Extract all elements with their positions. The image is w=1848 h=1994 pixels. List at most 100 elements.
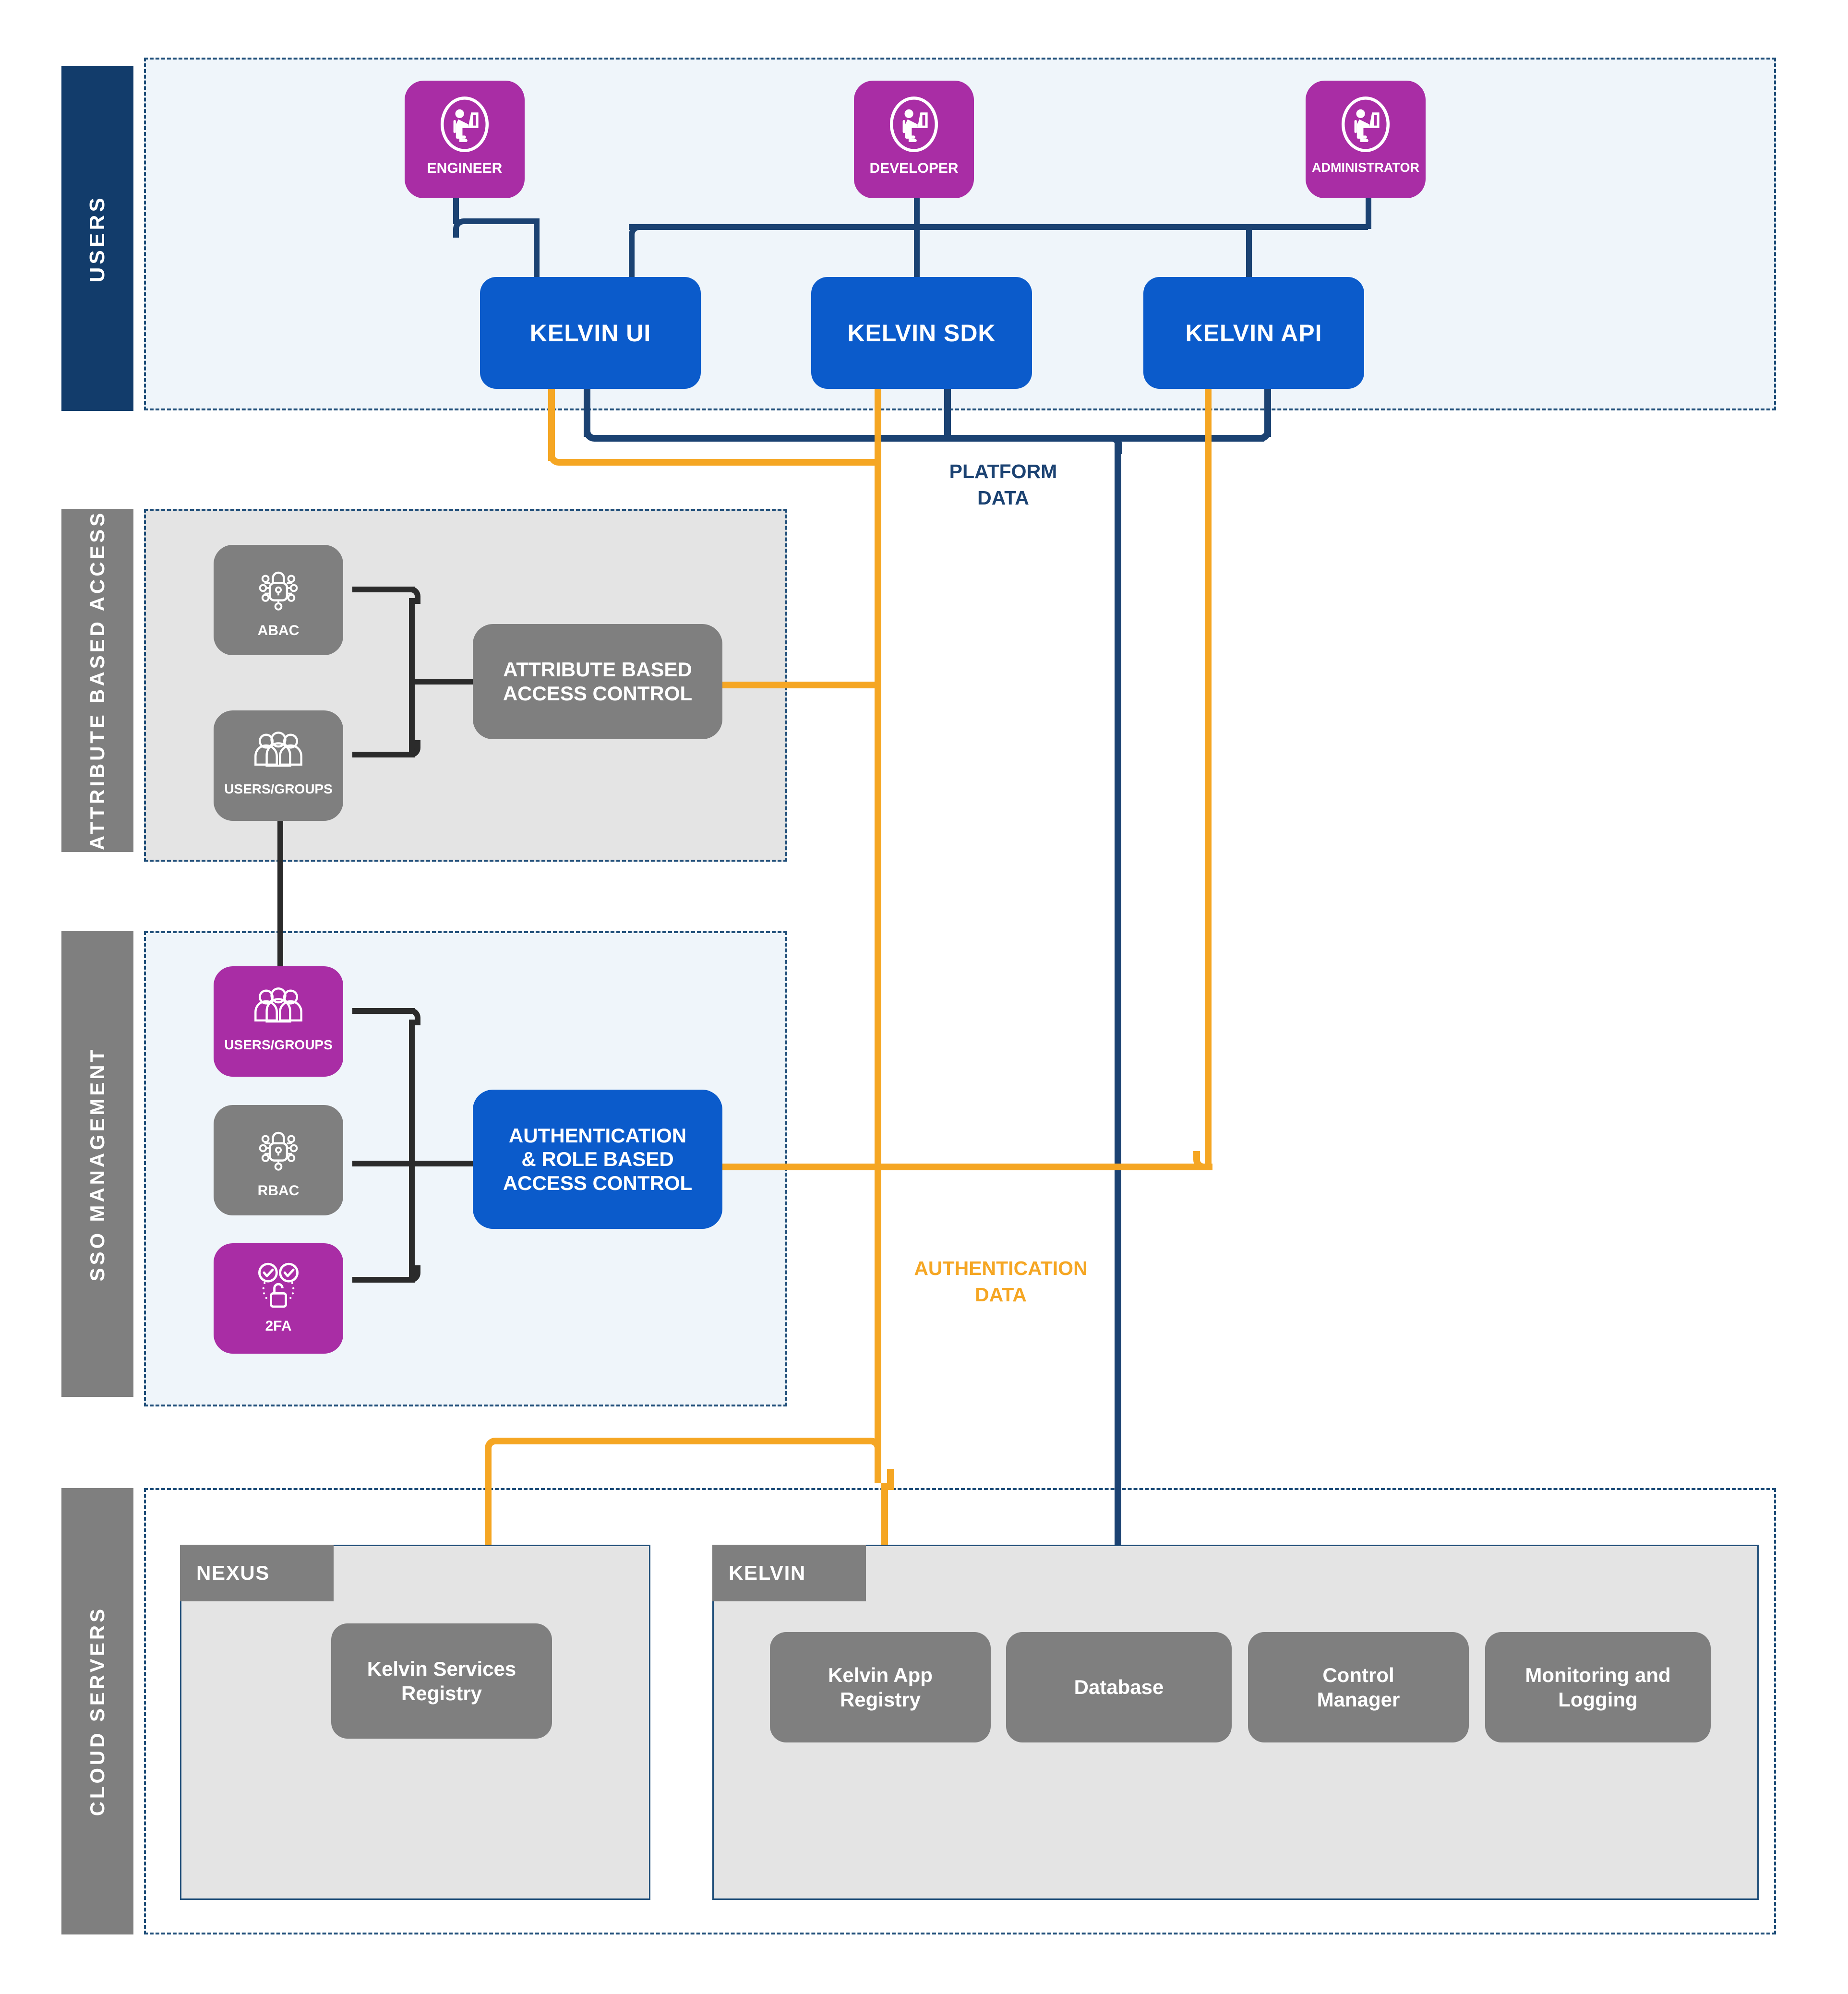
sso-auth-line1: AUTHENTICATION (508, 1124, 687, 1147)
connector-engineer-down (453, 198, 459, 224)
interface-kelvin-ui[interactable]: KELVIN UI (480, 277, 701, 389)
lane-sso: SSO MANAGEMENT (61, 931, 133, 1397)
connector-auth-kelvin-down (881, 1483, 888, 1546)
cloud-node-monitoring-logging[interactable]: Monitoring and Logging (1485, 1632, 1711, 1742)
person-at-desk-icon (883, 93, 945, 158)
connector-actor-bus (629, 224, 1368, 230)
connector-abac-users-right (352, 752, 415, 757)
cloud-node-cm-line1: Control (1322, 1663, 1394, 1686)
users-group-icon (249, 984, 308, 1032)
person-at-desk-icon (1334, 93, 1397, 158)
actor-administrator-label: ADMINISTRATOR (1312, 160, 1419, 175)
elbow-auth-branch (862, 1438, 881, 1457)
lane-users-label: USERS (85, 194, 109, 283)
interface-kelvin-sdk[interactable]: KELVIN SDK (811, 277, 1032, 389)
connector-engineer-to-ui (534, 224, 540, 277)
actor-developer[interactable]: DEVELOPER (854, 81, 974, 198)
connector-auth-nexus-down (485, 1450, 492, 1546)
connector-abac-to-box (409, 679, 474, 685)
connector-bus-to-ui (629, 238, 635, 277)
person-at-desk-icon (433, 93, 496, 158)
elbow-api-platform (1252, 422, 1271, 442)
sso-tile-rbac-label: RBAC (257, 1183, 300, 1199)
abac-tile-abac[interactable]: ABAC (214, 545, 343, 655)
connector-abac-tile-right (352, 587, 415, 592)
sso-tile-2fa-label: 2FA (265, 1318, 292, 1334)
connector-abac-out (722, 682, 880, 688)
sso-auth-line3: ACCESS CONTROL (503, 1171, 693, 1194)
lock-network-icon (248, 1117, 309, 1181)
cloud-node-database[interactable]: Database (1006, 1632, 1232, 1742)
flow-label-authentication-data: AUTHENTICATION DATA (898, 1255, 1104, 1309)
cloud-node-ksr-line1: Kelvin Services (367, 1657, 516, 1680)
abac-control-box[interactable]: ATTRIBUTE BASED ACCESS CONTROL (473, 624, 722, 739)
connector-sdk-auth-spine (875, 389, 881, 1483)
actor-developer-label: DEVELOPER (869, 160, 959, 176)
abac-tile-abac-label: ABAC (257, 623, 300, 638)
lane-abac: ATTRIBUTE BASED ACCESS (61, 509, 133, 852)
cloud-node-ml-line2: Logging (1558, 1688, 1638, 1711)
abac-tile-users-groups-label: USERS/GROUPS (224, 781, 333, 796)
cloud-panel-kelvin-title: KELVIN (712, 1545, 866, 1601)
interface-kelvin-api[interactable]: KELVIN API (1143, 277, 1364, 389)
flow-platform-line1: PLATFORM (949, 460, 1057, 482)
flow-auth-line1: AUTHENTICATION (914, 1257, 1088, 1279)
connector-abac-to-sso (277, 812, 283, 980)
cloud-node-control-manager[interactable]: Control Manager (1248, 1632, 1469, 1742)
connector-sso-rbac-to-box (352, 1161, 474, 1166)
connector-sso-users-right (352, 1008, 415, 1014)
lane-cloud-label: CLOUD SERVERS (86, 1606, 108, 1816)
two-factor-icon (250, 1258, 307, 1318)
cloud-region (144, 1488, 1776, 1934)
elbow-platform-spine (1103, 435, 1122, 454)
cloud-panel-nexus-title: NEXUS (180, 1545, 334, 1601)
lane-sso-label: SSO MANAGEMENT (86, 1046, 108, 1282)
sso-tile-2fa[interactable]: 2FA (214, 1243, 343, 1354)
cloud-node-ml-line1: Monitoring and (1525, 1663, 1671, 1686)
actor-engineer-label: ENGINEER (427, 160, 503, 176)
connector-sso-2fa-right (352, 1277, 415, 1283)
elbow-sdk-bottom (875, 1469, 894, 1490)
interface-kelvin-ui-label: KELVIN UI (529, 319, 651, 347)
elbow-sso-users (403, 1008, 420, 1025)
connector-developer-down (914, 198, 920, 277)
connector-sdk-platform-down (944, 389, 951, 437)
connector-ui-auth-right (562, 459, 878, 466)
sso-tile-rbac[interactable]: RBAC (214, 1105, 343, 1215)
elbow-abac-tile (403, 587, 420, 604)
connector-ui-auth-down (548, 389, 555, 461)
connector-bus-to-api (1246, 224, 1252, 277)
lock-network-icon (248, 557, 309, 621)
connector-administrator-down (1366, 198, 1371, 229)
cloud-node-kelvin-services-registry[interactable]: Kelvin Services Registry (331, 1623, 552, 1739)
users-group-icon (249, 728, 308, 776)
connector-platform-bus (597, 435, 1264, 442)
cloud-node-kelvin-app-registry[interactable]: Kelvin App Registry (770, 1632, 991, 1742)
interface-kelvin-sdk-label: KELVIN SDK (847, 319, 996, 347)
connector-api-auth-down (1205, 389, 1212, 1166)
cloud-node-database-label: Database (1074, 1676, 1164, 1699)
connector-abac-vert (409, 598, 415, 757)
abac-control-line2: ACCESS CONTROL (503, 682, 693, 705)
elbow-engineer (453, 218, 540, 238)
cloud-node-cm-line2: Manager (1317, 1688, 1400, 1711)
actor-engineer[interactable]: ENGINEER (405, 81, 525, 198)
flow-platform-line2: DATA (977, 487, 1029, 509)
sso-tile-users-groups-label: USERS/GROUPS (224, 1037, 333, 1052)
interface-kelvin-api-label: KELVIN API (1185, 319, 1322, 347)
sso-tile-users-groups[interactable]: USERS/GROUPS (214, 966, 343, 1077)
cloud-node-kar-line1: Kelvin App (828, 1663, 933, 1686)
cloud-node-kar-line2: Registry (840, 1688, 921, 1711)
cloud-node-ksr-line2: Registry (401, 1682, 482, 1705)
lane-abac-label: ATTRIBUTE BASED ACCESS (86, 510, 108, 851)
connector-sso-vert (409, 1020, 415, 1281)
lane-users: USERS (61, 66, 133, 411)
cloud-kelvin-title-label: KELVIN (729, 1562, 806, 1584)
actor-administrator[interactable]: ADMINISTRATOR (1306, 81, 1426, 198)
abac-tile-users-groups[interactable]: USERS/GROUPS (214, 710, 343, 821)
abac-control-line1: ATTRIBUTE BASED (503, 658, 692, 681)
connector-auth-bus (722, 1164, 1207, 1170)
sso-auth-box[interactable]: AUTHENTICATION & ROLE BASED ACCESS CONTR… (473, 1090, 722, 1229)
lane-cloud: CLOUD SERVERS (61, 1488, 133, 1934)
